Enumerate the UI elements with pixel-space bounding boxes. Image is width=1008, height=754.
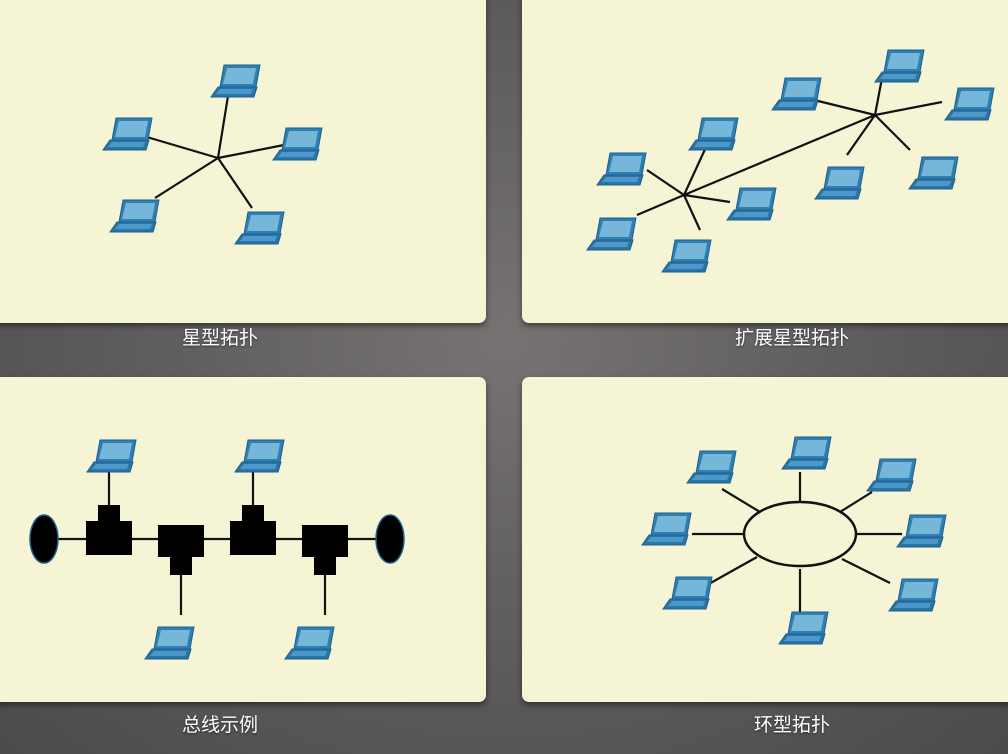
ring-topology-panel: [522, 377, 1008, 702]
extended-star-topology-diagram: [586, 49, 995, 273]
star-topology-diagram: [102, 64, 323, 245]
laptop-icon: [596, 152, 647, 186]
laptop-icon: [109, 199, 160, 233]
laptop-icon: [771, 77, 822, 111]
laptop-icon: [234, 439, 285, 473]
bus-topology-diagram: [29, 439, 405, 660]
t-connector-icon: [158, 525, 204, 575]
laptop-icon: [874, 49, 925, 83]
laptop-icon: [908, 156, 959, 190]
terminator-icon: [375, 514, 405, 564]
laptop-icon: [144, 626, 195, 660]
star-topology-panel: [0, 0, 486, 323]
extended-star-topology-panel: [522, 0, 1008, 323]
laptop-icon: [814, 166, 865, 200]
star-topology-caption: 星型拓扑: [181, 327, 258, 349]
ring-topology-diagram: [641, 436, 947, 645]
laptop-icon: [662, 576, 713, 610]
laptop-icon: [686, 450, 737, 484]
t-connector-icon: [230, 505, 276, 555]
ring-links: [692, 472, 902, 612]
t-connector-icon: [86, 505, 132, 555]
laptop-icon: [210, 64, 261, 98]
laptop-icon: [944, 87, 995, 121]
laptop-icon: [896, 514, 947, 548]
bus-topology-caption: 总线示例: [181, 714, 258, 736]
laptop-icon: [102, 117, 153, 151]
laptop-icon: [688, 117, 739, 151]
laptop-icon: [641, 512, 692, 546]
laptop-icon: [726, 187, 777, 221]
bus-topology-panel: [0, 377, 486, 702]
terminator-icon: [29, 514, 59, 564]
laptop-icon: [284, 626, 335, 660]
extended-star-topology-caption: 扩展星型拓扑: [734, 327, 849, 349]
laptop-icon: [86, 439, 137, 473]
laptop-icon: [781, 436, 832, 470]
extended-star-links: [636, 77, 943, 231]
ring-topology-caption: 环型拓扑: [753, 714, 830, 736]
laptop-icon: [586, 217, 637, 251]
laptop-icon: [661, 239, 712, 273]
laptop-icon: [234, 211, 285, 245]
laptop-icon: [272, 127, 323, 161]
star-links: [139, 95, 285, 209]
laptop-icon: [866, 458, 917, 492]
laptop-icon: [778, 611, 829, 645]
t-connector-icon: [302, 525, 348, 575]
ring-icon: [742, 500, 858, 568]
laptop-icon: [888, 578, 939, 612]
